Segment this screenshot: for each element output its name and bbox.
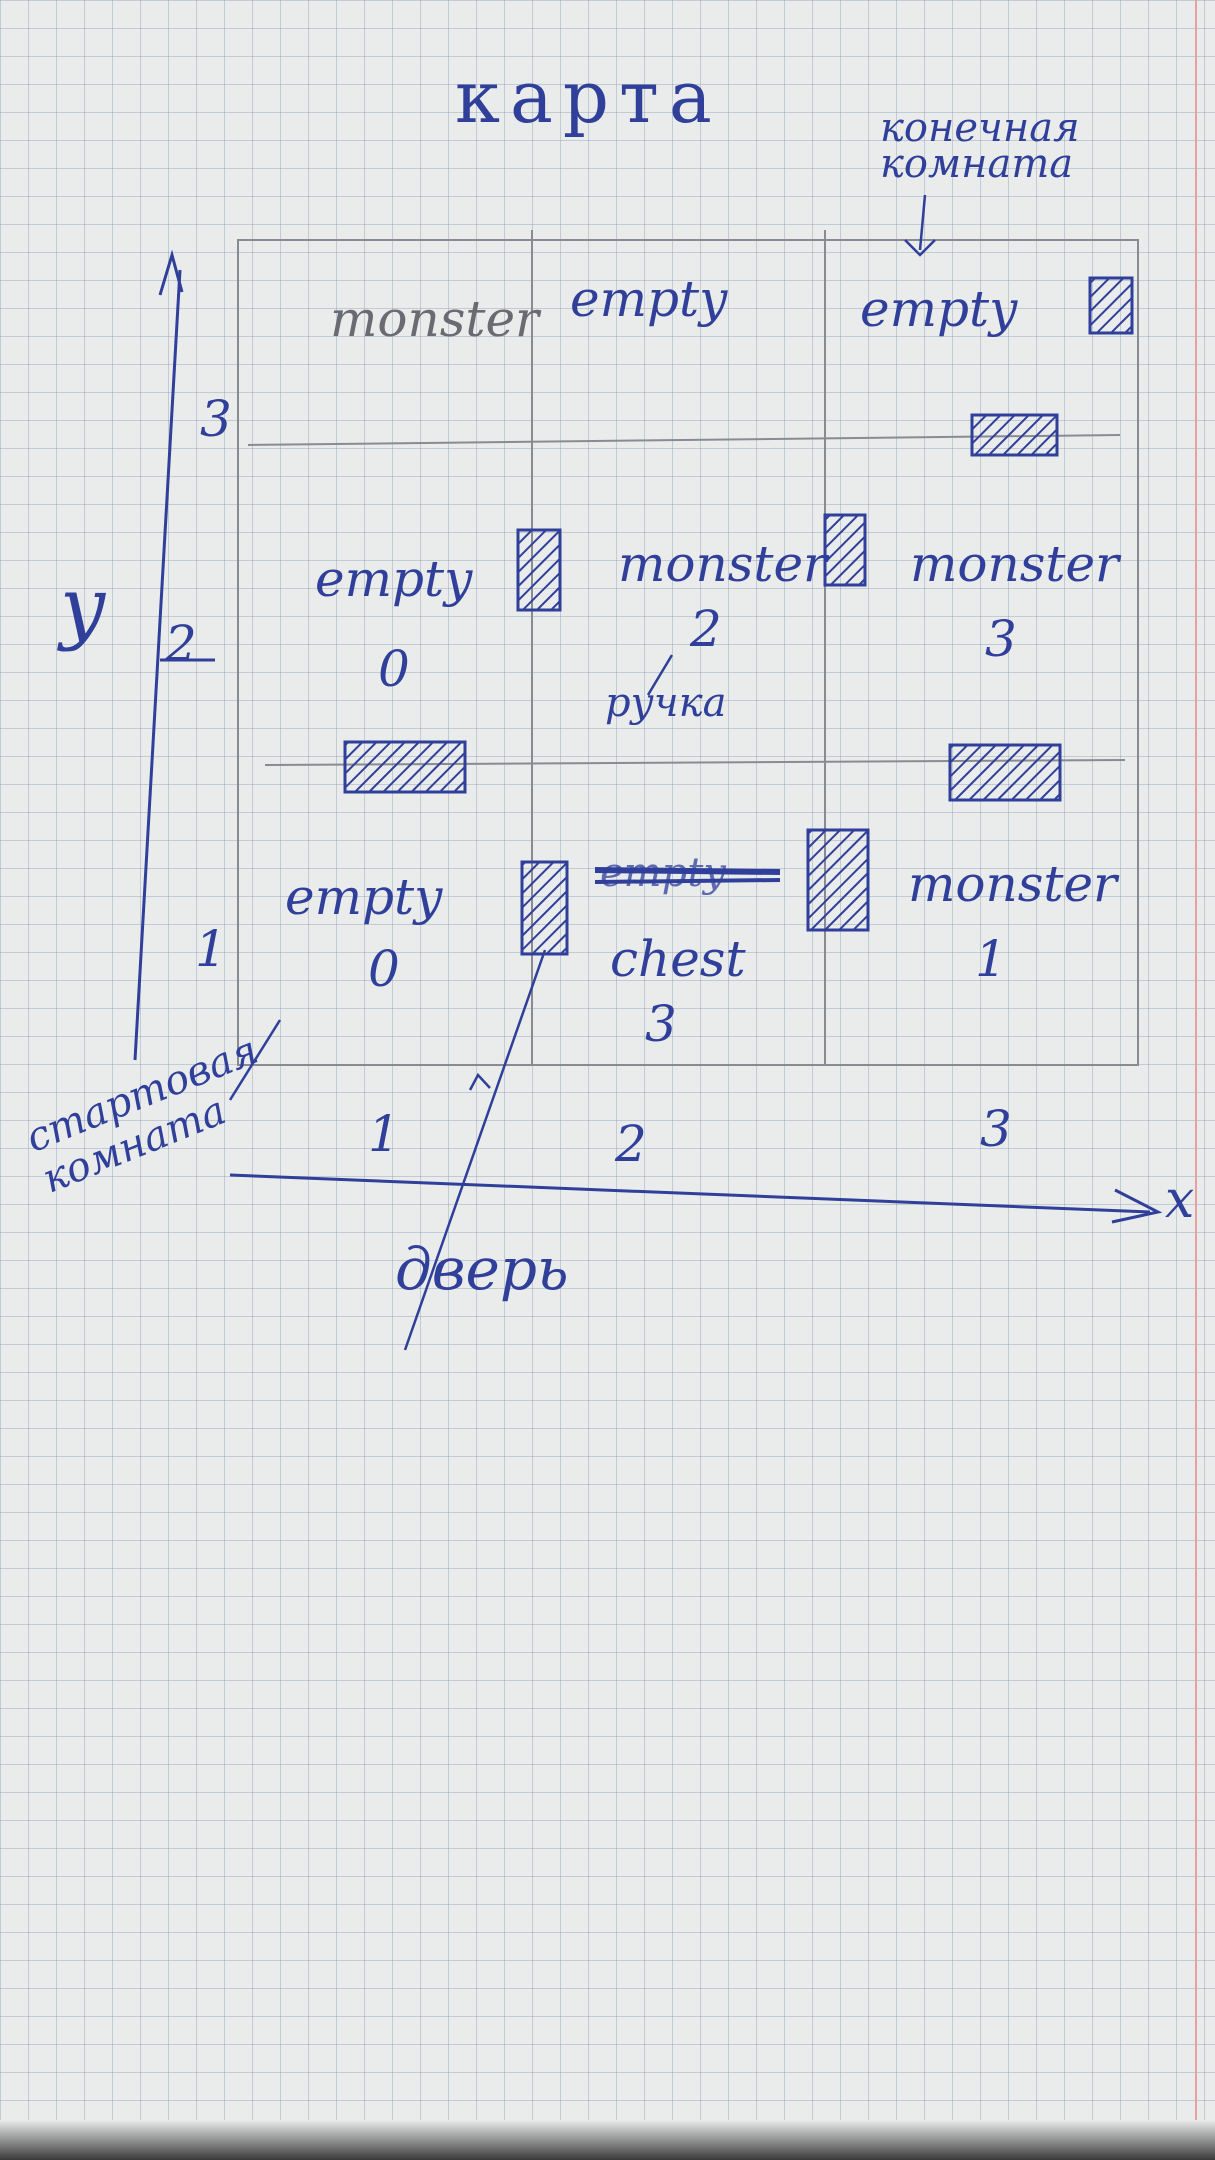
map-frame xyxy=(237,239,1139,1066)
notebook-margin-line xyxy=(1195,0,1197,2160)
room-r1c1-label: empty xyxy=(285,868,443,926)
room-r3c2-label: empty xyxy=(570,270,728,328)
x-axis-label: x xyxy=(1165,1170,1195,1230)
room-r2c3-label: monster xyxy=(910,535,1119,593)
door-end-room xyxy=(1088,276,1134,335)
handle-pointer-line xyxy=(646,654,674,696)
room-r1c2-label: chest xyxy=(610,930,746,988)
y-axis xyxy=(133,269,182,1061)
y-axis-arrowhead xyxy=(158,249,184,296)
end-room-pointer-line xyxy=(918,194,927,251)
door-pointer-arrowhead xyxy=(468,1072,491,1091)
x-axis-arrowhead xyxy=(1111,1188,1163,1224)
room-r1c3-value: 1 xyxy=(975,930,1007,988)
room-r1c2-crossed-out-label: empty xyxy=(600,850,726,896)
page-bottom-edge xyxy=(0,2120,1215,2160)
x-tick-label-3: 3 xyxy=(980,1100,1012,1158)
door-r3c3-to-r2c3 xyxy=(970,413,1059,457)
y-tick-label-3: 3 xyxy=(200,390,232,448)
map-title: карта xyxy=(455,55,722,139)
room-r1c2-value: 3 xyxy=(645,995,677,1053)
door-r2c2-to-r2c3 xyxy=(823,513,867,587)
handle-annotation: ручка xyxy=(605,680,727,726)
door-r1c1-to-r1c2 xyxy=(520,860,569,956)
room-r3c1-label: monster xyxy=(330,290,539,348)
end-room-pointer-arrowhead xyxy=(904,239,936,257)
room-r2c3-value: 3 xyxy=(985,610,1017,668)
room-r1c1-value: 0 xyxy=(368,940,400,998)
start-room-pointer-line xyxy=(228,1019,282,1101)
room-r1c3-label: monster xyxy=(908,855,1117,913)
door-pointer-line xyxy=(403,949,547,1351)
y-tick-label-1: 1 xyxy=(195,920,227,978)
door-r2c1-to-r1c1 xyxy=(343,740,467,794)
room-r2c1-value: 0 xyxy=(378,640,410,698)
x-tick-label-1: 1 xyxy=(368,1105,400,1163)
y-axis-label: y xyxy=(60,560,106,653)
room-r2c1-label: empty xyxy=(315,550,473,608)
room-r2c2-label: monster xyxy=(618,535,827,593)
crossed-out-strike xyxy=(594,867,781,875)
x-tick-label-2: 2 xyxy=(615,1115,647,1173)
door-annotation: дверь xyxy=(395,1235,569,1303)
door-r2c1-to-r2c2 xyxy=(516,528,562,612)
room-r3c3-label: empty xyxy=(860,280,1018,338)
door-r1c2-to-r1c3 xyxy=(806,828,870,932)
crossed-out-strike xyxy=(594,878,781,884)
x-axis xyxy=(229,1173,1151,1214)
room-r2c2-value: 2 xyxy=(690,600,722,658)
door-r2c3-to-r1c3 xyxy=(948,743,1062,802)
end-room-annotation: конечная комната xyxy=(880,105,1080,187)
y-tick-label-2: 2 xyxy=(165,615,197,673)
